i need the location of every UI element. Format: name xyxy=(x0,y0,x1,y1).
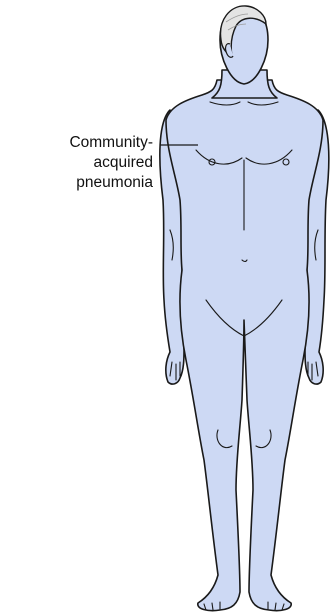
torso-and-legs xyxy=(166,80,323,611)
